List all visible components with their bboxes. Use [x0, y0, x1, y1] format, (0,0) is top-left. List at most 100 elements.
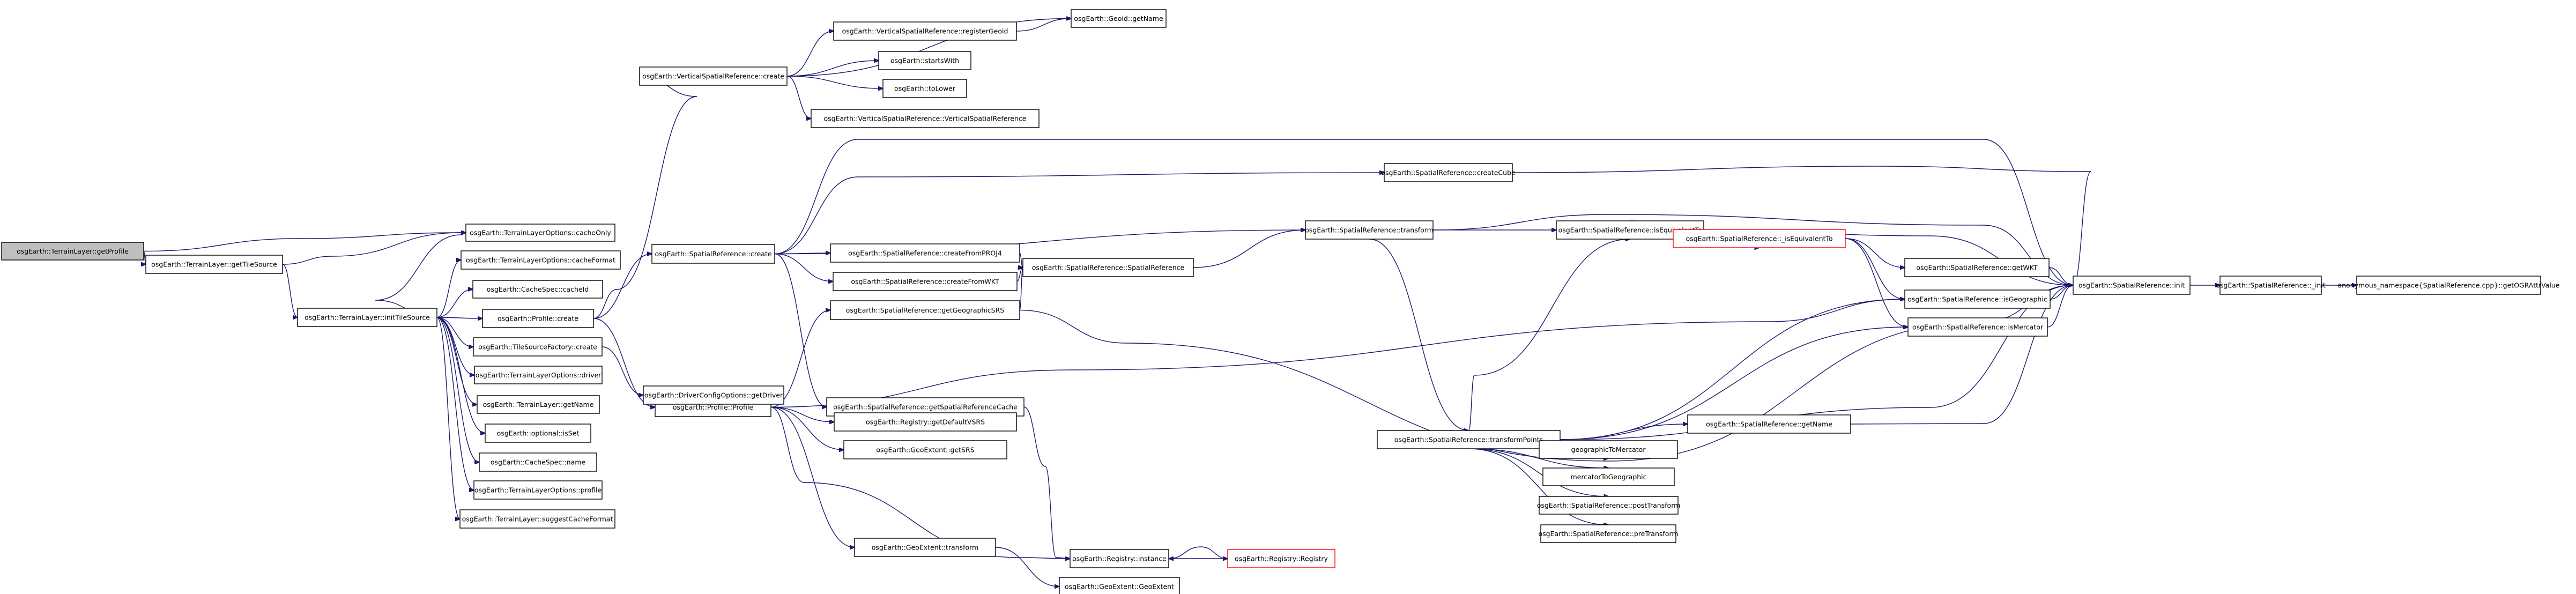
- node-box: [854, 538, 996, 557]
- node-n25[interactable]: osgEarth::SpatialReference::createFromPR…: [830, 243, 1020, 263]
- node-box: [639, 66, 788, 86]
- node-label: osgEarth::SpatialReference::getGeographi…: [846, 306, 1005, 314]
- node-label: mercatorToGeographic: [1570, 473, 1646, 481]
- node-n34[interactable]: osgEarth::Registry::Registry: [1227, 549, 1335, 568]
- edge-n20-n25: [774, 253, 830, 254]
- edge-n20-n23: [774, 173, 1384, 255]
- node-box: [1907, 317, 2048, 337]
- edge-n3-n10: [436, 317, 485, 433]
- node-n37[interactable]: osgEarth::SpatialReference::_isEquivalen…: [1673, 229, 1846, 248]
- node-n10[interactable]: osgEarth::optional::isSet: [485, 424, 591, 443]
- node-n3[interactable]: osgEarth::TerrainLayer::initTileSource: [297, 308, 437, 327]
- node-box: [1377, 430, 1561, 449]
- node-n24[interactable]: osgEarth::SpatialReference::transform: [1305, 220, 1434, 240]
- node-n23[interactable]: osgEarth::SpatialReference::createCube: [1381, 163, 1516, 182]
- node-label: osgEarth::Profile::Profile: [673, 403, 754, 411]
- node-n48[interactable]: osgEarth::SpatialReference::_init: [2216, 276, 2326, 295]
- node-n45[interactable]: mercatorToGeographic: [1542, 467, 1675, 486]
- node-box: [482, 309, 594, 328]
- node-label: osgEarth::toLower: [894, 85, 956, 93]
- edge-n21-n31: [770, 406, 844, 450]
- node-label: osgEarth::TerrainLayerOptions::driver: [476, 371, 602, 379]
- node-box: [833, 21, 1017, 41]
- node-n22[interactable]: osgEarth::DriverConfigOptions::getDriver: [643, 385, 784, 405]
- node-n13[interactable]: osgEarth::TerrainLayer::suggestCacheForm…: [459, 509, 615, 529]
- node-n1[interactable]: osgEarth::TerrainLayerOptions::cacheOnly: [465, 224, 615, 242]
- edge-n21-n32: [770, 406, 855, 548]
- node-n5[interactable]: osgEarth::CacheSpec::cacheId: [472, 280, 603, 299]
- node-box: [479, 452, 597, 472]
- node-label: osgEarth::SpatialReference::isGeographic: [1907, 295, 2047, 303]
- edge-n14-n18: [786, 76, 883, 88]
- node-label: osgEarth::SpatialReference::createFromWK…: [851, 278, 999, 286]
- node-box: [2219, 276, 2322, 295]
- node-n49[interactable]: anonymous_namespace{SpatialReference.cpp…: [2337, 276, 2560, 295]
- node-box: [2356, 276, 2541, 295]
- edge-n38-n41: [2048, 267, 2073, 285]
- node-label: osgEarth::optional::isSet: [497, 429, 580, 437]
- node-n18[interactable]: osgEarth::toLower: [882, 79, 967, 98]
- node-n19[interactable]: osgEarth::VerticalSpatialReference::Vert…: [811, 109, 1040, 128]
- edges-layer: [144, 19, 2357, 587]
- node-n38[interactable]: osgEarth::SpatialReference::getWKT: [1904, 258, 2050, 277]
- node-n20[interactable]: osgEarth::SpatialReference::create: [651, 244, 775, 264]
- node-n8[interactable]: osgEarth::TerrainLayerOptions::driver: [474, 366, 603, 384]
- edge-n37-n38: [1845, 238, 1905, 268]
- node-box: [297, 308, 437, 327]
- node-n28[interactable]: osgEarth::SpatialReference::getGeographi…: [830, 300, 1020, 320]
- node-n46[interactable]: osgEarth::SpatialReference::postTransfor…: [1537, 496, 1681, 515]
- node-n17[interactable]: osgEarth::startsWith: [878, 51, 971, 70]
- node-n0[interactable]: osgEarth::TerrainLayer::getProfile: [1, 242, 144, 261]
- node-n44[interactable]: geographicToMercator: [1539, 440, 1678, 459]
- node-label: osgEarth::SpatialReference::createFromPR…: [848, 249, 1002, 257]
- node-n4[interactable]: osgEarth::TerrainLayerOptions::cacheForm…: [461, 250, 621, 270]
- node-n2[interactable]: osgEarth::TerrainLayer::getTileSource: [145, 255, 283, 274]
- node-box: [1540, 524, 1676, 543]
- node-label: osgEarth::Registry::instance: [1072, 555, 1167, 563]
- node-n12[interactable]: osgEarth::TerrainLayerOptions::profile: [473, 480, 603, 500]
- node-n47[interactable]: osgEarth::SpatialReference::preTransform: [1538, 524, 1679, 543]
- node-box: [1070, 549, 1169, 568]
- node-n14[interactable]: osgEarth::VerticalSpatialReference::crea…: [639, 66, 788, 86]
- node-box: [474, 366, 603, 384]
- node-box: [830, 243, 1020, 263]
- node-n6[interactable]: osgEarth::Profile::create: [482, 309, 594, 328]
- edge-n6-n20: [593, 254, 652, 319]
- node-label: osgEarth::TerrainLayer::getProfile: [17, 247, 129, 255]
- node-n39[interactable]: osgEarth::SpatialReference::isGeographic: [1904, 289, 2051, 309]
- node-box: [472, 280, 603, 299]
- node-n16[interactable]: osgEarth::Geoid::getName: [1071, 9, 1167, 28]
- edge-n2-n1: [282, 233, 466, 265]
- node-n32[interactable]: osgEarth::GeoExtent::transform: [854, 538, 996, 557]
- node-n9[interactable]: osgEarth::TerrainLayer::getName: [477, 395, 600, 414]
- node-box: [833, 272, 1018, 291]
- node-box: [1022, 258, 1194, 277]
- node-n33[interactable]: osgEarth::Registry::instance: [1070, 549, 1169, 568]
- node-label: osgEarth::SpatialReference::isEquivalent…: [1558, 226, 1702, 234]
- node-n43[interactable]: osgEarth::SpatialReference::getName: [1687, 414, 1851, 434]
- edge-n42-n43: [1560, 424, 1688, 440]
- node-label: osgEarth::SpatialReference::getWKT: [1916, 264, 2038, 272]
- node-n26[interactable]: osgEarth::SpatialReference::createFromWK…: [833, 272, 1018, 291]
- node-n7[interactable]: osgEarth::TileSourceFactory::create: [473, 337, 603, 357]
- edge-n3-n9: [436, 317, 477, 405]
- node-n41[interactable]: osgEarth::SpatialReference::init: [2073, 276, 2191, 295]
- node-n15[interactable]: osgEarth::VerticalSpatialReference::regi…: [833, 21, 1017, 41]
- node-n40[interactable]: osgEarth::SpatialReference::isMercator: [1907, 317, 2048, 337]
- node-n35[interactable]: osgEarth::GeoExtent::GeoExtent: [1059, 577, 1180, 594]
- node-n11[interactable]: osgEarth::CacheSpec::name: [479, 452, 597, 472]
- edge-n3-n5: [436, 289, 473, 318]
- node-n42[interactable]: osgEarth::SpatialReference::transformPoi…: [1377, 430, 1561, 449]
- node-box: [473, 337, 603, 357]
- node-label: osgEarth::GeoExtent::transform: [872, 544, 978, 552]
- node-n31[interactable]: osgEarth::GeoExtent::getSRS: [843, 440, 1007, 459]
- node-box: [1227, 549, 1335, 568]
- node-box: [834, 412, 1017, 432]
- node-box: [1059, 577, 1180, 594]
- edge-n0-n1: [143, 233, 466, 252]
- edge-n3-n6: [436, 317, 482, 318]
- node-n30[interactable]: osgEarth::Registry::getDefaultVSRS: [834, 412, 1017, 432]
- node-label: osgEarth::SpatialReference::transformPoi…: [1394, 436, 1543, 444]
- node-n27[interactable]: osgEarth::SpatialReference::SpatialRefer…: [1022, 258, 1194, 277]
- node-label: osgEarth::CacheSpec::cacheId: [487, 285, 589, 293]
